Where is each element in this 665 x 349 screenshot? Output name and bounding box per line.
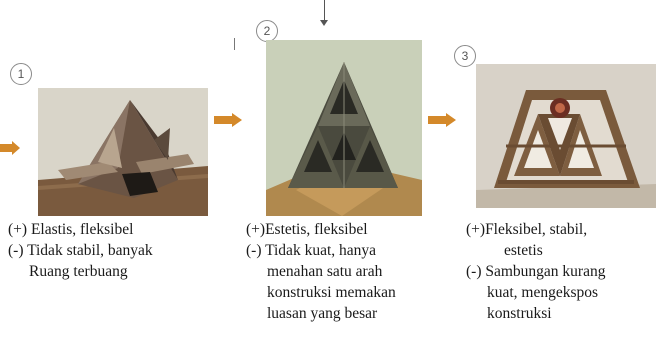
left-arrow-icon <box>0 141 20 155</box>
pros-text: (+)Fleksibel, stabil, <box>466 221 588 238</box>
top-tick-mark <box>324 0 325 24</box>
caption-step-3: (+)Fleksibel, stabil, estetis (-) Sambun… <box>466 219 605 324</box>
top-tick-arrowhead <box>320 20 328 26</box>
right-arrow-icon <box>428 113 456 127</box>
cons-text-continued: luasan yang besar <box>267 305 378 322</box>
tetrahedral-cardboard-model-2 <box>266 40 422 216</box>
cons-text-continued: kuat, mengekspos <box>487 284 599 301</box>
cons-text-continued: Ruang terbuang <box>29 263 128 280</box>
prototype-photo-1 <box>38 88 208 216</box>
cons-text-continued: konstruksi memakan <box>267 284 396 301</box>
pros-text-continued: estetis <box>504 242 543 259</box>
prototype-photo-2 <box>266 40 422 216</box>
cons-text-continued: menahan satu arah <box>267 263 383 280</box>
cons-text: (-) Tidak stabil, banyak <box>8 242 153 259</box>
small-tick-mark <box>234 38 235 50</box>
pros-text: (+) Elastis, fleksibel <box>8 221 134 238</box>
caption-step-2: (+)Estetis, fleksibel (-) Tidak kuat, ha… <box>246 219 396 324</box>
caption-step-1: (+) Elastis, fleksibel (-) Tidak stabil,… <box>8 219 153 282</box>
folded-cardboard-model-1 <box>38 88 208 216</box>
cons-text-continued: konstruksi <box>487 305 552 322</box>
cons-text: (-) Tidak kuat, hanya <box>246 242 377 259</box>
cons-text: (-) Sambungan kurang <box>466 263 606 280</box>
step-number-3: 3 <box>454 45 476 67</box>
step-number-2: 2 <box>256 20 278 42</box>
right-arrow-icon <box>214 113 242 127</box>
prototype-photo-3 <box>476 64 656 208</box>
pros-text: (+)Estetis, fleksibel <box>246 221 368 238</box>
truss-cardboard-model-3 <box>476 64 656 208</box>
step-number-1: 1 <box>10 63 32 85</box>
